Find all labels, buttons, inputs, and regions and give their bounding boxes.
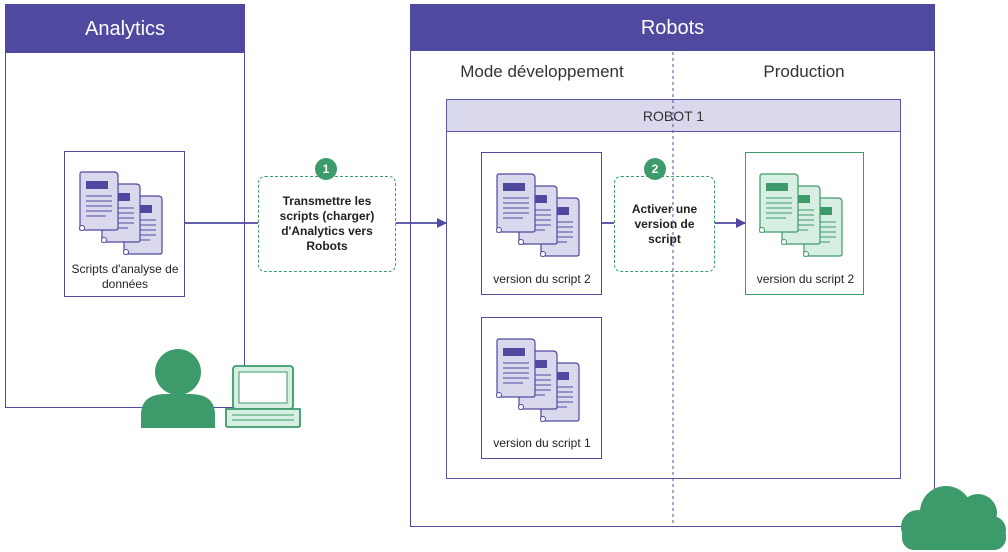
- robots-header: Robots: [411, 5, 934, 51]
- dev-card-v2-label: version du script 2: [493, 272, 591, 286]
- document-stack-icon: [495, 173, 580, 258]
- step-1-number: 1: [322, 162, 330, 176]
- analytics-title: Analytics: [84, 17, 166, 40]
- mode-prod-label: Production: [763, 62, 845, 81]
- step-2-badge: 2: [644, 158, 666, 180]
- document-stack-icon: [758, 173, 843, 258]
- laptop-icon: [225, 365, 301, 428]
- analytics-panel: Analytics: [5, 4, 245, 408]
- mode-dev-label: Mode développement: [460, 62, 624, 81]
- user-icon: [141, 349, 215, 428]
- step-2-box: Activer une version de script: [614, 176, 715, 272]
- document-stack-icon: [78, 171, 163, 256]
- cloud-icon: [901, 486, 1006, 550]
- document-stack-icon: [495, 338, 580, 423]
- step-1-badge: 1: [315, 158, 337, 180]
- step-1-text: Transmettre les scripts (charger) d'Anal…: [279, 194, 375, 253]
- dev-card-v1-label: version du script 1: [493, 436, 591, 450]
- robots-title: Robots: [640, 16, 705, 39]
- step-2-number: 2: [651, 162, 659, 176]
- robot-title-text: ROBOT 1: [642, 107, 705, 124]
- analytics-header: Analytics: [6, 5, 244, 53]
- prod-card-v2-label: version du script 2: [756, 272, 855, 286]
- analytics-script-label: Scripts d'analyse de données: [71, 262, 179, 291]
- step-1-box: Transmettre les scripts (charger) d'Anal…: [258, 176, 396, 272]
